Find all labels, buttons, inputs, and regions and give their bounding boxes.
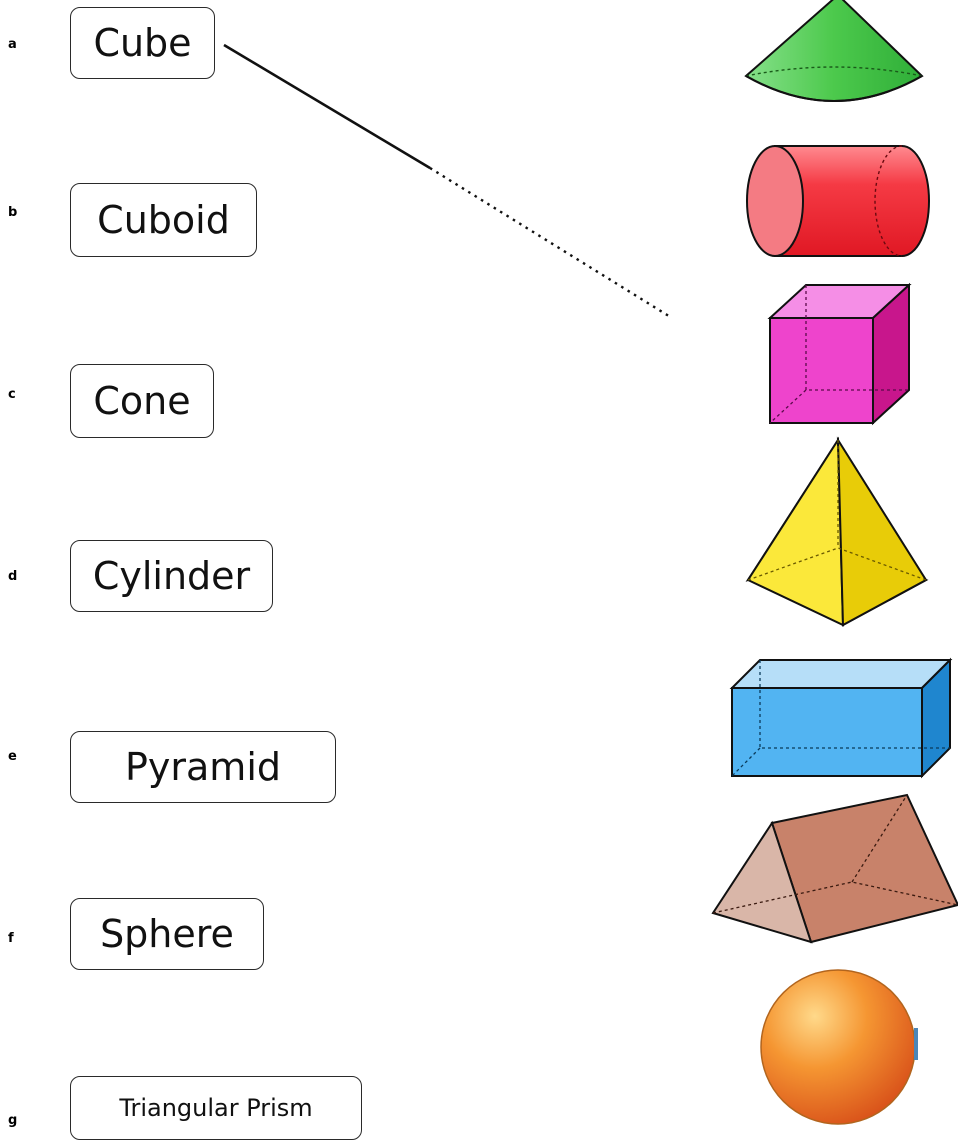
connector-line: [223, 43, 673, 320]
cube-icon[interactable]: [767, 282, 912, 426]
word-box-cube[interactable]: Cube: [70, 7, 215, 79]
word-box-cylinder[interactable]: Cylinder: [70, 540, 273, 612]
cone-icon[interactable]: [744, 0, 924, 102]
row-letter-f: f: [8, 931, 14, 946]
cuboid-icon[interactable]: [729, 657, 953, 779]
word-box-sphere[interactable]: Sphere: [70, 898, 264, 970]
row-letter-c: c: [8, 387, 16, 402]
word-box-pyramid[interactable]: Pyramid: [70, 731, 336, 803]
cylinder-icon[interactable]: [746, 145, 930, 257]
row-letter-d: d: [8, 569, 18, 584]
word-box-cone[interactable]: Cone: [70, 364, 214, 438]
word-box-cuboid[interactable]: Cuboid: [70, 183, 257, 257]
word-box-triangular-prism[interactable]: Triangular Prism: [70, 1076, 362, 1140]
sphere-icon[interactable]: [760, 969, 918, 1125]
row-letter-a: a: [8, 37, 17, 52]
row-letter-b: b: [8, 205, 18, 220]
row-letter-g: g: [8, 1113, 18, 1128]
pyramid-icon[interactable]: [745, 436, 929, 627]
triangular-prism-icon[interactable]: [711, 793, 958, 944]
row-letter-e: e: [8, 749, 17, 764]
